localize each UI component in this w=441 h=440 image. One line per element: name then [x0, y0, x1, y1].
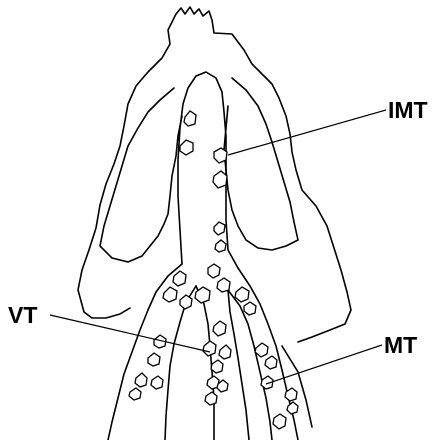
middle-granules	[203, 321, 231, 405]
median-granules	[180, 111, 230, 303]
mt-label: MT	[384, 332, 417, 358]
vt-label: VT	[8, 302, 37, 328]
mt-leader-line	[266, 345, 382, 384]
ventral-branch-outline	[108, 264, 196, 440]
median-trunk-outline	[178, 72, 238, 268]
vt-leader-line	[50, 315, 210, 352]
imt-label: IMT	[388, 97, 428, 123]
left-sinus-outline	[100, 88, 182, 262]
imt-leader-line	[228, 110, 386, 155]
right-sinus-outline	[224, 78, 298, 250]
